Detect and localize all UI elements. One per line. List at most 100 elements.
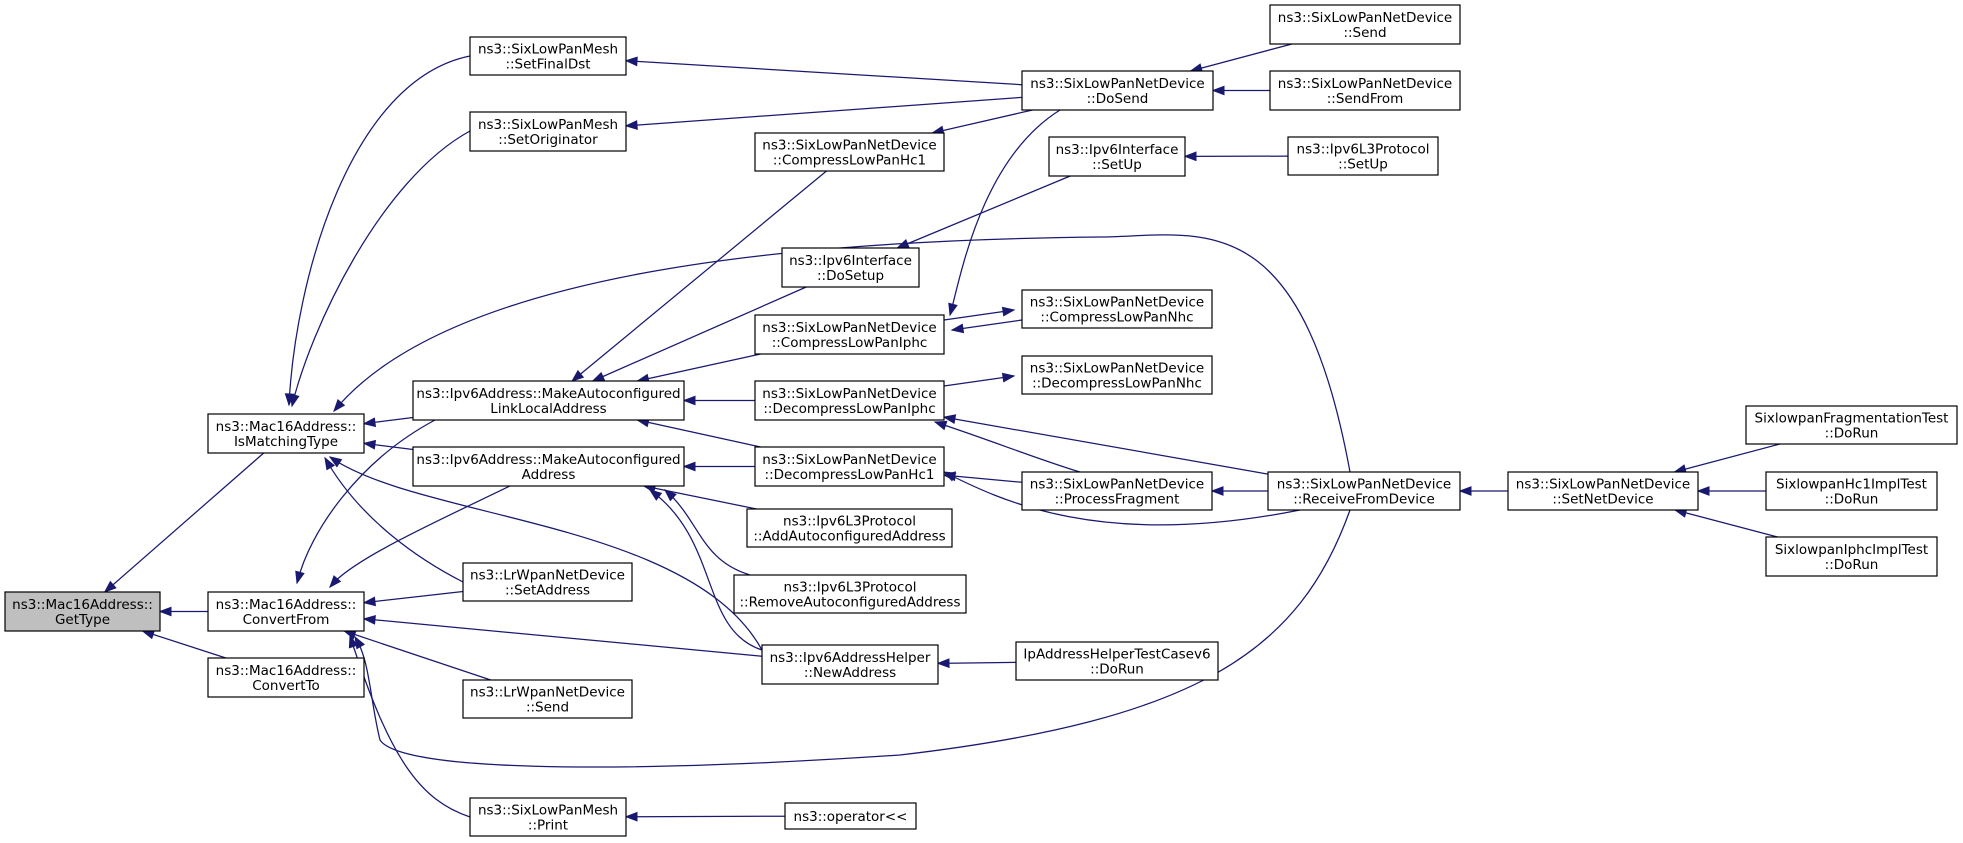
node-label-line: SixlowpanHc1ImplTest [1776,477,1927,493]
node-meshSetFinalDst[interactable]: ns3::SixLowPanMesh::SetFinalDst [469,36,627,76]
edge-receiveFromDevice-to-decompressIphc [943,416,1269,475]
edge-processFragment-to-decompressHc1-arrowhead [942,471,956,482]
node-label-line: ns3::SixLowPanNetDevice [1030,477,1204,493]
node-ipv6IfDoSetup[interactable]: ns3::Ipv6Interface::DoSetup [781,247,920,288]
node-iphcTestDoRun[interactable]: SixlowpanIphcImplTest::DoRun [1765,536,1938,577]
edge-doSend-to-meshSetFinalDst [625,60,1023,86]
node-meshSetOriginator[interactable]: ns3::SixLowPanMesh::SetOriginator [469,111,627,152]
node-compressIphc[interactable]: ns3::SixLowPanNetDevice::CompressLowPanI… [754,314,945,355]
node-label-line: ::DecompressLowPanIphc [763,401,935,417]
edge-receiveFromDevice-to-decompressIphc-arrowhead [942,414,957,424]
node-box [781,247,920,288]
edge-l3RemoveAuto-to-makeAddress-arrowhead [663,489,677,502]
node-box [746,508,953,548]
edge-l3AddAuto-to-makeAddress [643,485,757,510]
node-box [1745,405,1958,445]
node-setNetDevice[interactable]: ns3::SixLowPanNetDevice::SetNetDevice [1507,471,1699,511]
edge-ipv6IfDoSetup-to-makeLinkLocal-arrowhead [591,371,606,382]
node-box [469,36,627,76]
edge-decompressIphc-to-decompressNhc [943,375,1015,387]
node-box [462,562,633,602]
node-convertTo[interactable]: ns3::Mac16Address::ConvertTo [207,657,365,698]
node-box [754,446,945,487]
edge-ipv6IfSetUp-to-ipv6IfDoSetup [897,175,1071,249]
node-label-line: ::DecompressLowPanHc1 [765,467,935,483]
edge-receiveFromDevice-to-processFragment-arrowhead [1210,486,1224,496]
node-label-line: ::AddAutoconfiguredAddress [753,529,945,545]
node-label-line: ConvertFrom [243,612,330,628]
edge-operatorShift-to-meshPrint-arrowhead [624,811,638,822]
node-box [761,644,939,685]
node-box [1021,355,1213,395]
node-label-line: ns3::Ipv6Address::MakeAutoconfigured [416,452,680,468]
node-label-line: ns3::operator<< [794,809,908,825]
node-box [412,446,685,487]
node-helperTestDoRun[interactable]: IpAddressHelperTestCasev6::DoRun [1015,641,1219,681]
node-compressNhc[interactable]: ns3::SixLowPanNetDevice::CompressLowPanN… [1021,289,1213,329]
node-lrSend[interactable]: ns3::LrWpanNetDevice::Send [462,679,633,719]
node-label-line: SixlowpanFragmentationTest [1755,411,1949,427]
edge-ipv6IfDoSetup-to-makeLinkLocal [592,286,807,382]
node-box [412,380,685,421]
edge-operatorShift-to-meshPrint [625,815,786,818]
node-l3AddAuto[interactable]: ns3::Ipv6L3Protocol::AddAutoconfiguredAd… [746,508,953,548]
node-label-line: ns3::SixLowPanMesh [478,803,618,819]
node-l3RemoveAuto[interactable]: ns3::Ipv6L3Protocol::RemoveAutoconfigure… [733,574,967,614]
node-decompressHc1[interactable]: ns3::SixLowPanNetDevice::DecompressLowPa… [754,446,945,487]
node-helperNewAddress[interactable]: ns3::Ipv6AddressHelper::NewAddress [761,644,939,685]
node-ipv6IfSetUp[interactable]: ns3::Ipv6Interface::SetUp [1048,136,1186,177]
edge-compressIphc-to-compressNhc-arrowhead [1001,306,1016,317]
node-compressHc1[interactable]: ns3::SixLowPanNetDevice::CompressLowPanH… [754,132,945,172]
node-label-line: ::DoSetup [817,268,884,284]
node-label-line: ns3::Mac16Address:: [216,597,357,613]
node-box [462,679,633,719]
node-label-line: ns3::Ipv6Interface [789,253,912,269]
node-devSend[interactable]: ns3::SixLowPanNetDevice::Send [1269,4,1461,45]
edge-fragTestDoRun-to-setNetDevice [1674,443,1781,473]
node-label-line: IpAddressHelperTestCasev6 [1023,647,1210,663]
edge-receiveFromDevice-to-convertFrom [354,509,1351,768]
node-decompressIphc[interactable]: ns3::SixLowPanNetDevice::DecompressLowPa… [754,380,945,421]
node-box [1048,136,1186,177]
node-label-line: ::DecompressLowPanNhc [1032,376,1202,392]
call-graph-nodes: ns3::Mac16Address::GetTypens3::Mac16Addr… [4,4,1958,837]
node-makeAddress[interactable]: ns3::Ipv6Address::MakeAutoconfiguredAddr… [412,446,685,487]
edge-lrSend-to-convertFrom [344,630,491,681]
node-label-line: ::ProcessFragment [1055,492,1180,508]
edge-doSend-to-meshSetFinalDst-arrowhead [624,56,638,67]
node-label-line: ::SetNetDevice [1552,492,1653,508]
edge-lrSetAddress-to-isMatchingType-arrowhead [324,456,336,471]
node-lrSetAddress[interactable]: ns3::LrWpanNetDevice::SetAddress [462,562,633,602]
edge-devSendFrom-to-doSend-arrowhead [1211,85,1225,96]
node-processFragment[interactable]: ns3::SixLowPanNetDevice::ProcessFragment [1021,471,1213,511]
node-label-line: ::SetOriginator [498,132,598,148]
node-fragTestDoRun[interactable]: SixlowpanFragmentationTest::DoRun [1745,405,1958,445]
node-label-line: SixlowpanIphcImplTest [1775,542,1928,558]
node-label-line: ns3::SixLowPanNetDevice [762,386,936,402]
node-box [1021,289,1213,329]
node-box [754,314,945,355]
node-makeLinkLocal[interactable]: ns3::Ipv6Address::MakeAutoconfiguredLink… [412,380,685,421]
node-box [1269,4,1461,45]
node-isMatchingType[interactable]: ns3::Mac16Address::IsMatchingType [207,413,365,454]
node-box [1015,641,1219,681]
node-box [754,132,945,172]
edge-convertFrom-to-getType-arrowhead [158,606,172,617]
node-meshPrint[interactable]: ns3::SixLowPanMesh::Print [469,797,627,837]
node-box [1267,471,1461,511]
node-decompressNhc[interactable]: ns3::SixLowPanNetDevice::DecompressLowPa… [1021,355,1213,395]
node-l3SetUp[interactable]: ns3::Ipv6L3Protocol::SetUp [1287,136,1439,176]
node-label-line: ::SetAddress [505,583,590,599]
node-convertFrom[interactable]: ns3::Mac16Address::ConvertFrom [207,591,365,632]
node-receiveFromDevice[interactable]: ns3::SixLowPanNetDevice::ReceiveFromDevi… [1267,471,1461,511]
edge-lrSetAddress-to-convertFrom-arrowhead [362,596,376,607]
node-label-line: ns3::SixLowPanNetDevice [762,138,936,154]
node-operatorShift[interactable]: ns3::operator<< [784,802,917,830]
node-getType[interactable]: ns3::Mac16Address::GetType [4,591,161,632]
node-doSend[interactable]: ns3::SixLowPanNetDevice::DoSend [1021,70,1214,111]
edge-meshPrint-to-convertFrom [349,635,471,818]
edge-decompressIphc-to-makeLinkLocal-arrowhead [682,395,696,406]
node-devSendFrom[interactable]: ns3::SixLowPanNetDevice::SendFrom [1269,70,1461,111]
node-label-line: ns3::Ipv6L3Protocol [784,580,917,596]
node-hc1TestDoRun[interactable]: SixlowpanHc1ImplTest::DoRun [1765,471,1938,511]
